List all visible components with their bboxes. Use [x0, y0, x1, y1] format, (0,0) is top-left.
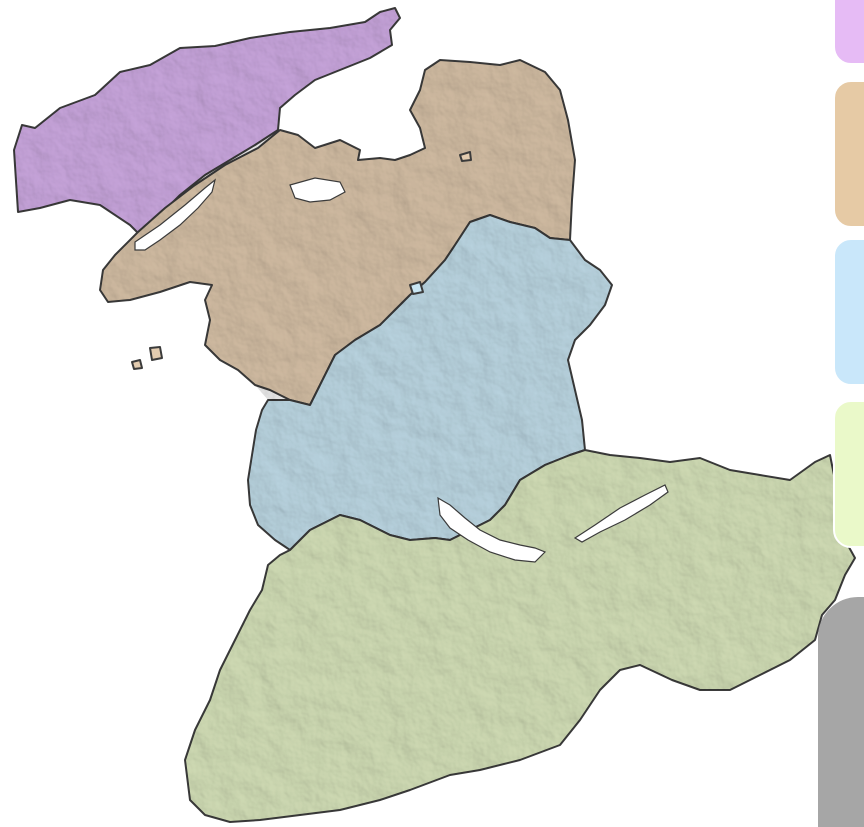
legend-swatch-mittelland[interactable]	[833, 80, 864, 228]
legend-swatch-jura[interactable]	[833, 0, 864, 65]
enclave-2	[131, 359, 143, 370]
legend-swatch-oberland-west[interactable]	[833, 238, 864, 386]
enclave-4	[459, 151, 472, 162]
legend-swatch-oberland-east[interactable]	[833, 400, 864, 548]
enclave-1	[149, 346, 163, 361]
lake-wohlen	[289, 177, 346, 203]
enclave-3	[409, 281, 424, 295]
side-panel	[818, 597, 864, 827]
lake-thun	[437, 496, 547, 563]
lake-biel	[134, 178, 217, 251]
lake-brienz	[573, 484, 669, 543]
